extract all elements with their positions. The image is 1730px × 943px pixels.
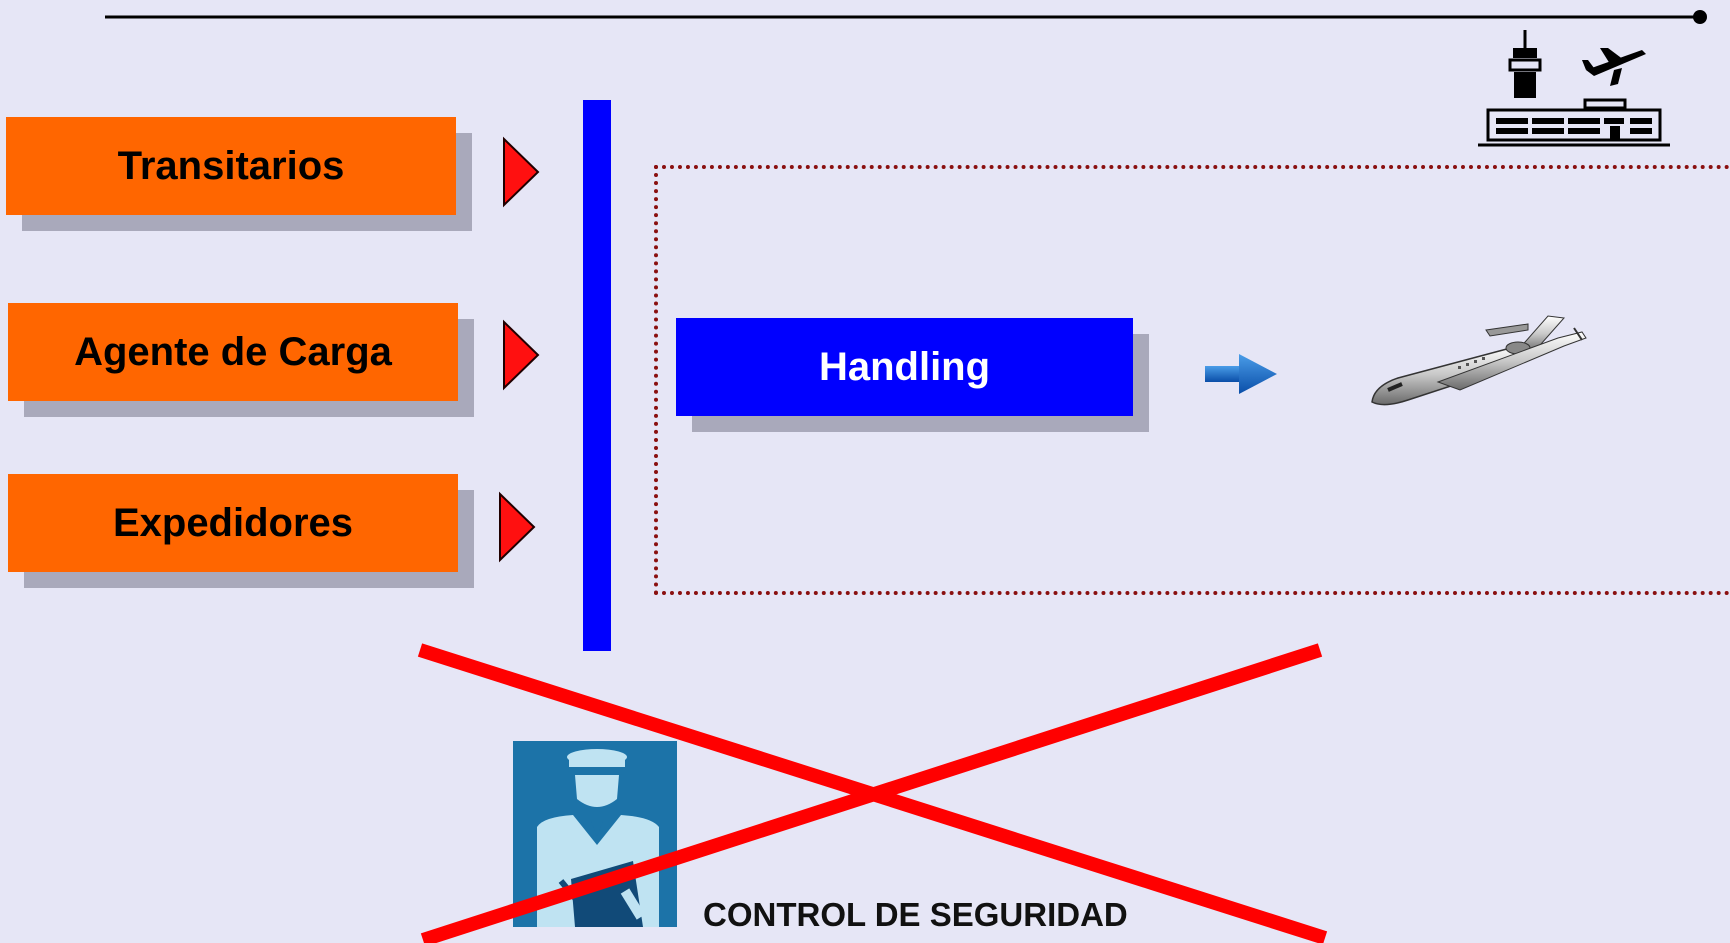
handling-frame xyxy=(654,165,1730,595)
node-expedidores: Expedidores xyxy=(8,474,458,572)
airplane-icon xyxy=(1582,48,1646,86)
airport-tower-icon xyxy=(1478,30,1670,147)
node-agente-label: Agente de Carga xyxy=(74,329,392,374)
security-officer-icon xyxy=(513,741,677,927)
node-transitarios-label: Transitarios xyxy=(117,143,345,188)
header-rule xyxy=(105,10,1707,24)
node-expedidores-label: Expedidores xyxy=(112,500,354,545)
arrow-right-icon xyxy=(503,136,540,208)
arrow-right-icon xyxy=(1205,354,1277,394)
jet-aircraft-icon xyxy=(1371,315,1587,406)
vertical-separator-bar xyxy=(583,100,611,651)
security-control-label: CONTROL DE SEGURIDAD xyxy=(703,896,1128,933)
node-handling-label: Handling xyxy=(818,344,991,389)
node-transitarios: Transitarios xyxy=(6,117,456,215)
node-handling: Handling xyxy=(676,318,1133,416)
arrow-right-icon xyxy=(503,319,540,391)
node-agente-de-carga: Agente de Carga xyxy=(8,303,458,401)
arrow-right-icon xyxy=(499,491,536,563)
